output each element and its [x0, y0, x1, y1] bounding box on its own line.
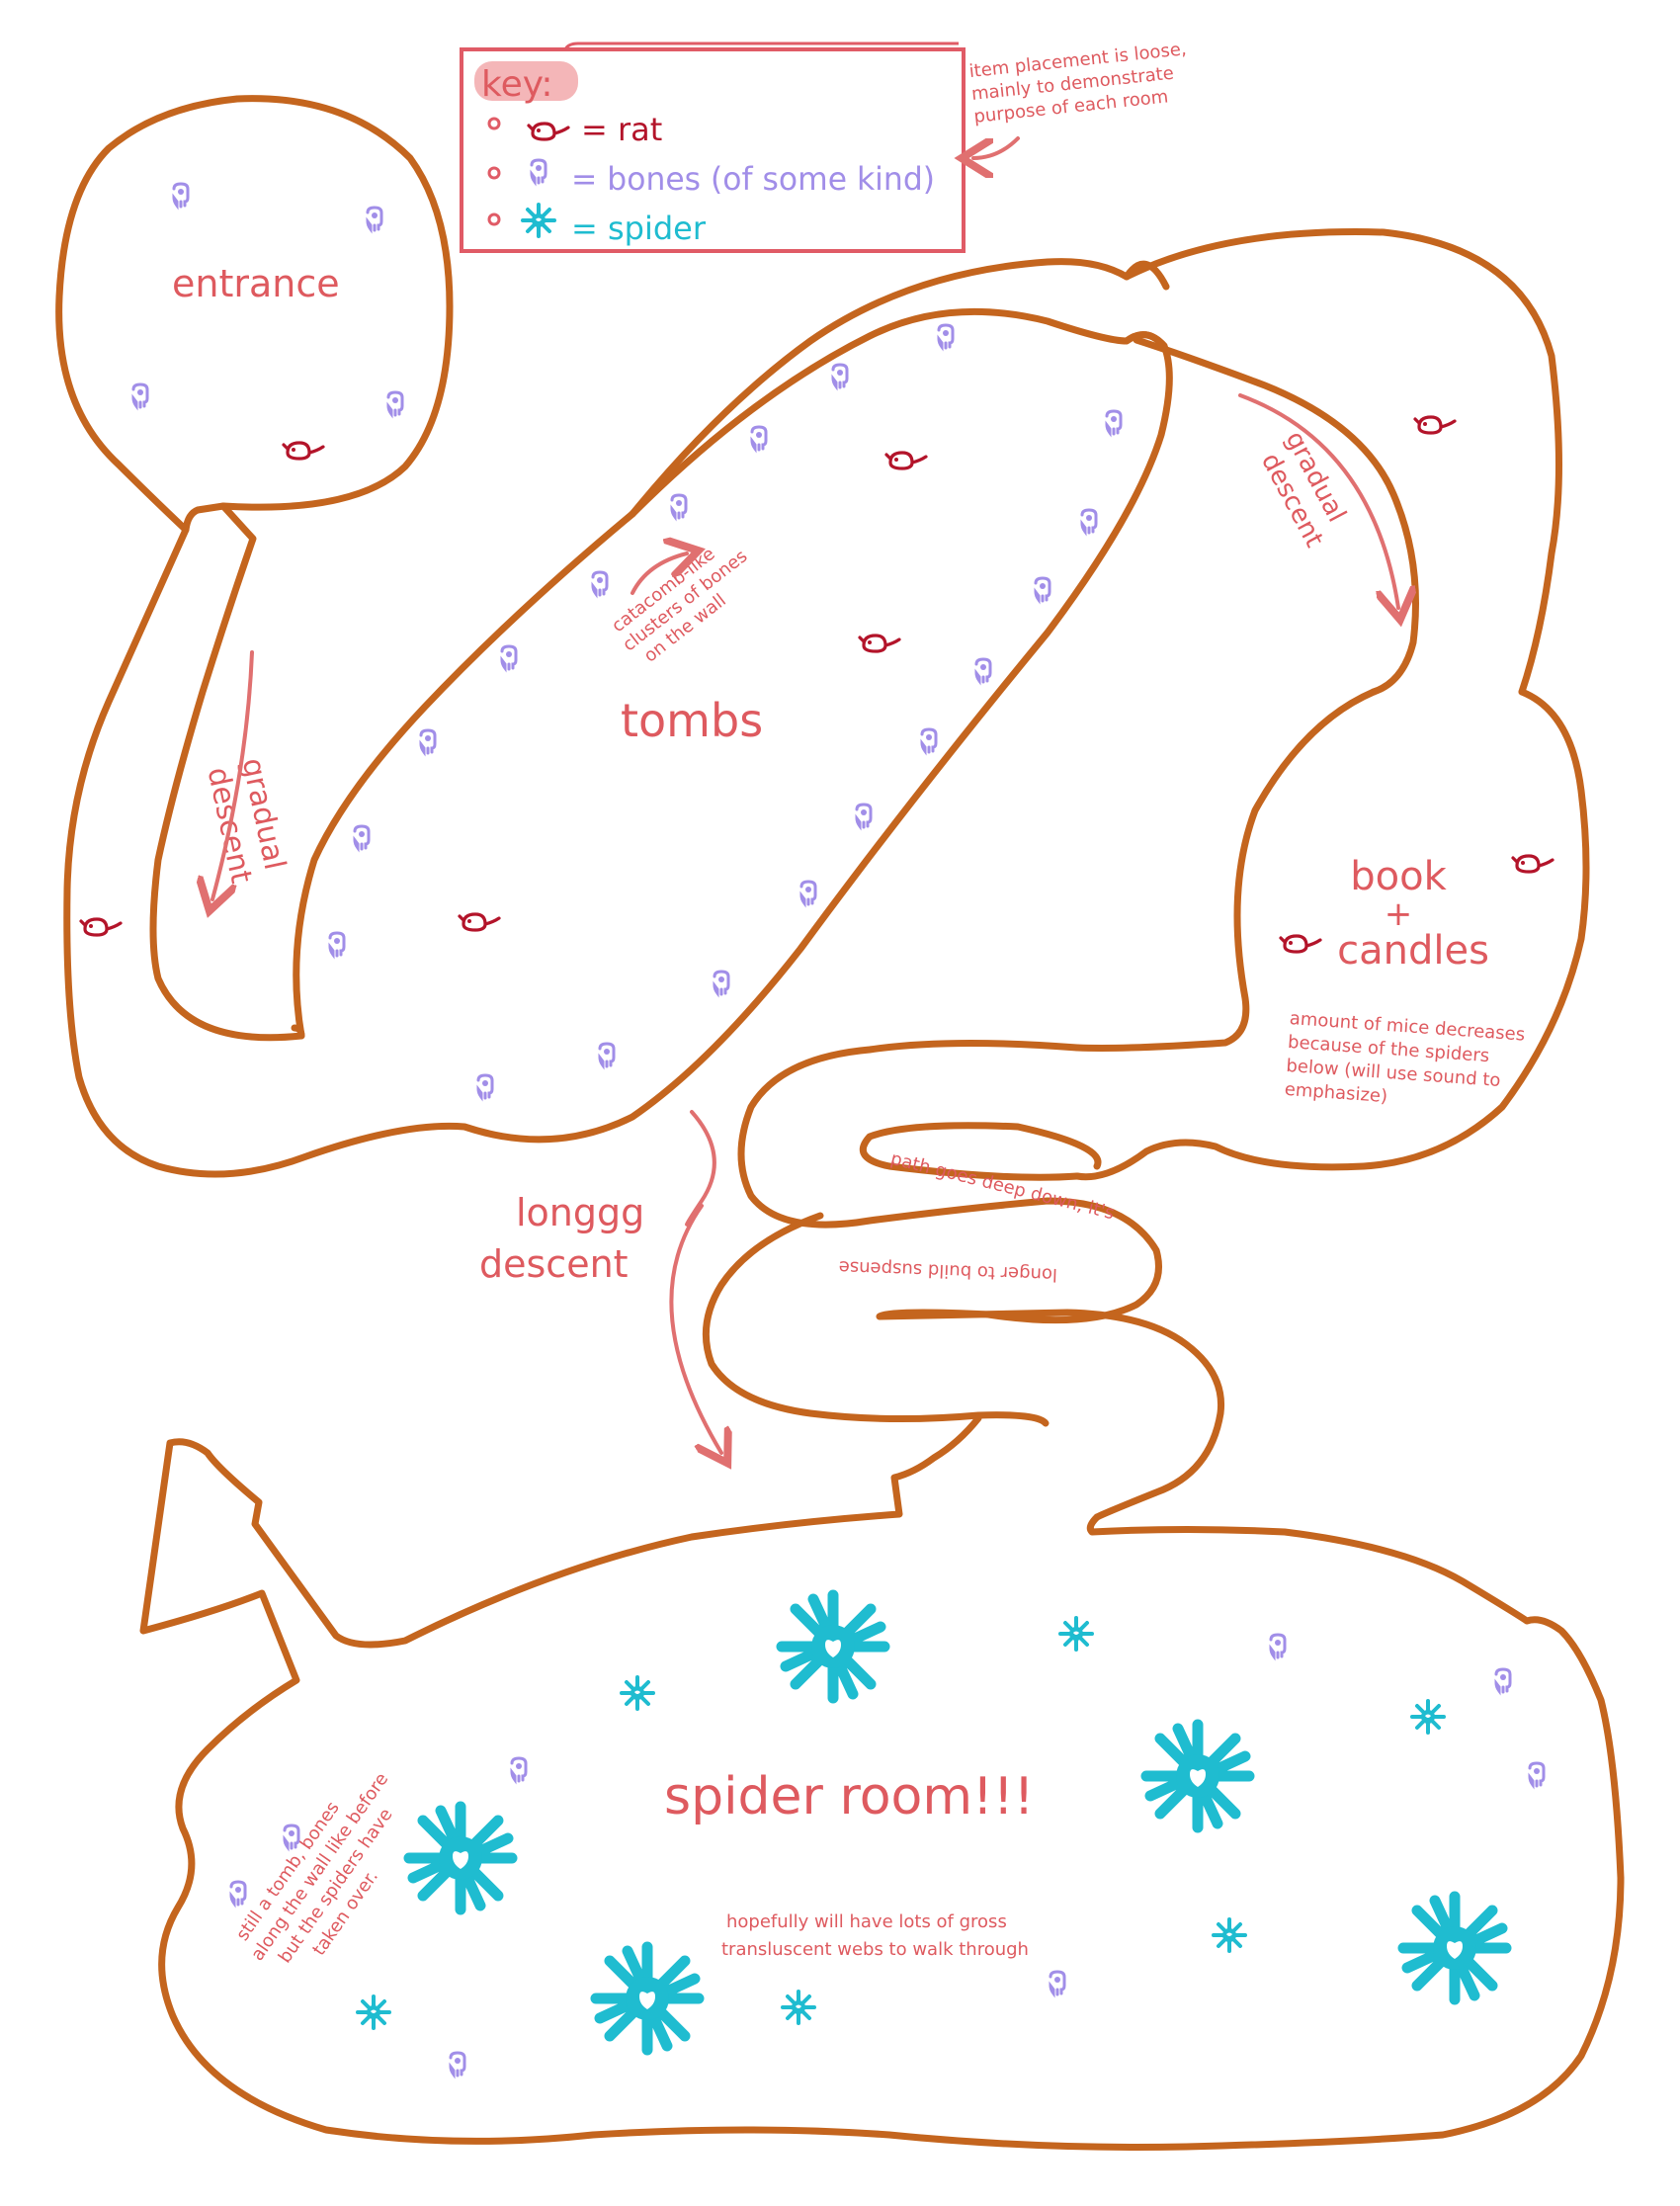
spider-icon	[409, 1807, 512, 1909]
book-candles-corridor-outline	[1123, 228, 1562, 696]
spider-icon	[596, 1947, 699, 2050]
spider-icon	[782, 1595, 884, 1698]
bones-icon	[974, 657, 992, 684]
rat-icon	[1413, 415, 1457, 435]
bones-icon	[283, 1824, 300, 1850]
book-candles-room-outline	[1073, 688, 1590, 1181]
winding-path-left-outline	[702, 1212, 1050, 1427]
key-bones-label: = bones (of some kind)	[571, 160, 935, 198]
tombs-top-outline	[629, 258, 1170, 518]
key-title: key:	[481, 64, 553, 105]
gradual-descent-left-arrow	[212, 650, 254, 899]
bones-icon	[937, 323, 955, 350]
rat-icon	[527, 122, 570, 141]
spider-room-outline	[139, 1414, 1625, 2151]
svg-text:+: +	[1385, 894, 1413, 934]
map-key: key: = rat = bones (of some kind) = spid…	[460, 42, 966, 253]
bones-icon	[1528, 1761, 1546, 1788]
svg-text:book: book	[1350, 854, 1447, 899]
spider-icon	[1058, 1616, 1094, 1652]
mice-decrease-note: amount of mice decreases because of the …	[1284, 1008, 1526, 1107]
gradual-descent-right-arrow	[1238, 393, 1398, 608]
bones-icon	[476, 1073, 494, 1100]
long-descent-arrow	[669, 1110, 721, 1453]
key-note-arrow	[973, 136, 1020, 158]
bones-icon	[419, 728, 437, 755]
catacomb-note: catacomb-like clusters of bones on the w…	[608, 544, 751, 667]
catacomb-arrow	[630, 553, 687, 595]
bones-icon	[1049, 1970, 1066, 1996]
spider-icon	[620, 1675, 655, 1711]
bones-icon	[510, 1756, 528, 1783]
rat-icon	[79, 917, 123, 937]
key-highlight	[474, 61, 578, 101]
bones-icon	[229, 1880, 247, 1907]
bones-icon	[366, 206, 383, 232]
bones-icon	[831, 363, 849, 389]
svg-text:transluscent webs to walk thro: transluscent webs to walk through	[721, 1939, 1029, 1960]
tombs-label: tombs	[621, 694, 763, 747]
spider-icon	[1403, 1897, 1506, 1999]
bones-icon	[386, 390, 404, 417]
key-spider-label: = spider	[571, 210, 707, 247]
bones-icon	[1494, 1667, 1512, 1694]
spider-icon	[781, 1990, 816, 2025]
bones-icon	[530, 158, 547, 185]
bones-icon	[799, 880, 817, 906]
bones-icon	[750, 425, 768, 452]
svg-text:descent: descent	[479, 1242, 629, 1286]
key-side-note: item placement is loose, mainly to demon…	[968, 39, 1188, 127]
webs-note: hopefully will have lots of gross transl…	[721, 1911, 1029, 1960]
path-note-flipped: longer to build suspense	[838, 1256, 1057, 1285]
bones-icon	[328, 931, 346, 958]
bones-icon	[855, 803, 873, 829]
bones-icon	[598, 1042, 616, 1068]
bones-icon	[713, 970, 730, 996]
tombs-room-inner-outline	[293, 307, 1168, 1040]
book-candles-label: book + candles	[1337, 854, 1489, 974]
svg-text:emphasize): emphasize)	[1284, 1079, 1388, 1107]
spider-icon	[356, 1994, 391, 2030]
long-descent-note: longgg descent	[479, 1191, 644, 1286]
bones-icon	[1034, 576, 1051, 603]
entrance-path-and-tombs-outline	[63, 331, 1173, 1178]
svg-text:longer to build suspense: longer to build suspense	[838, 1256, 1057, 1285]
spider-icon	[1410, 1699, 1446, 1735]
spider-icon	[1146, 1725, 1249, 1827]
rat-icon	[858, 634, 901, 653]
bones-icon	[353, 824, 371, 851]
bones-icon	[131, 382, 149, 409]
bones-icon	[920, 727, 938, 754]
rat-icon	[458, 912, 501, 932]
bones-icon	[500, 644, 518, 671]
spider-room-label: spider room!!!	[664, 1767, 1035, 1826]
bones-icon	[1105, 409, 1123, 436]
svg-text:hopefully will have lots of gr: hopefully will have lots of gross	[726, 1911, 1007, 1932]
left-descent-path-outline	[149, 502, 305, 1042]
rat-icon	[1511, 854, 1554, 874]
gradual-descent-right-note: gradual descent	[1255, 427, 1352, 552]
rat-icon	[282, 441, 325, 461]
key-rat-label: = rat	[581, 111, 662, 148]
rat-icon	[884, 451, 928, 470]
bones-icon	[1269, 1633, 1287, 1659]
bones-icon	[172, 182, 190, 209]
gradual-descent-left-note: gradual descent	[201, 755, 293, 887]
spider-icon	[1212, 1917, 1247, 1953]
bones-icon	[670, 493, 688, 520]
bones-icon	[1080, 508, 1098, 535]
winding-path-outline	[737, 1039, 1225, 1521]
entrance-label: entrance	[172, 262, 340, 305]
spider-icon	[521, 203, 556, 238]
rat-icon	[1279, 934, 1322, 954]
svg-text:longgg: longgg	[516, 1191, 644, 1234]
entrance-room-outline	[55, 95, 454, 534]
still-tomb-note: still a tomb, bones along the wall like …	[232, 1769, 397, 1967]
bones-icon	[591, 570, 609, 597]
svg-text:candles: candles	[1337, 928, 1489, 974]
bones-icon	[449, 2051, 466, 2078]
